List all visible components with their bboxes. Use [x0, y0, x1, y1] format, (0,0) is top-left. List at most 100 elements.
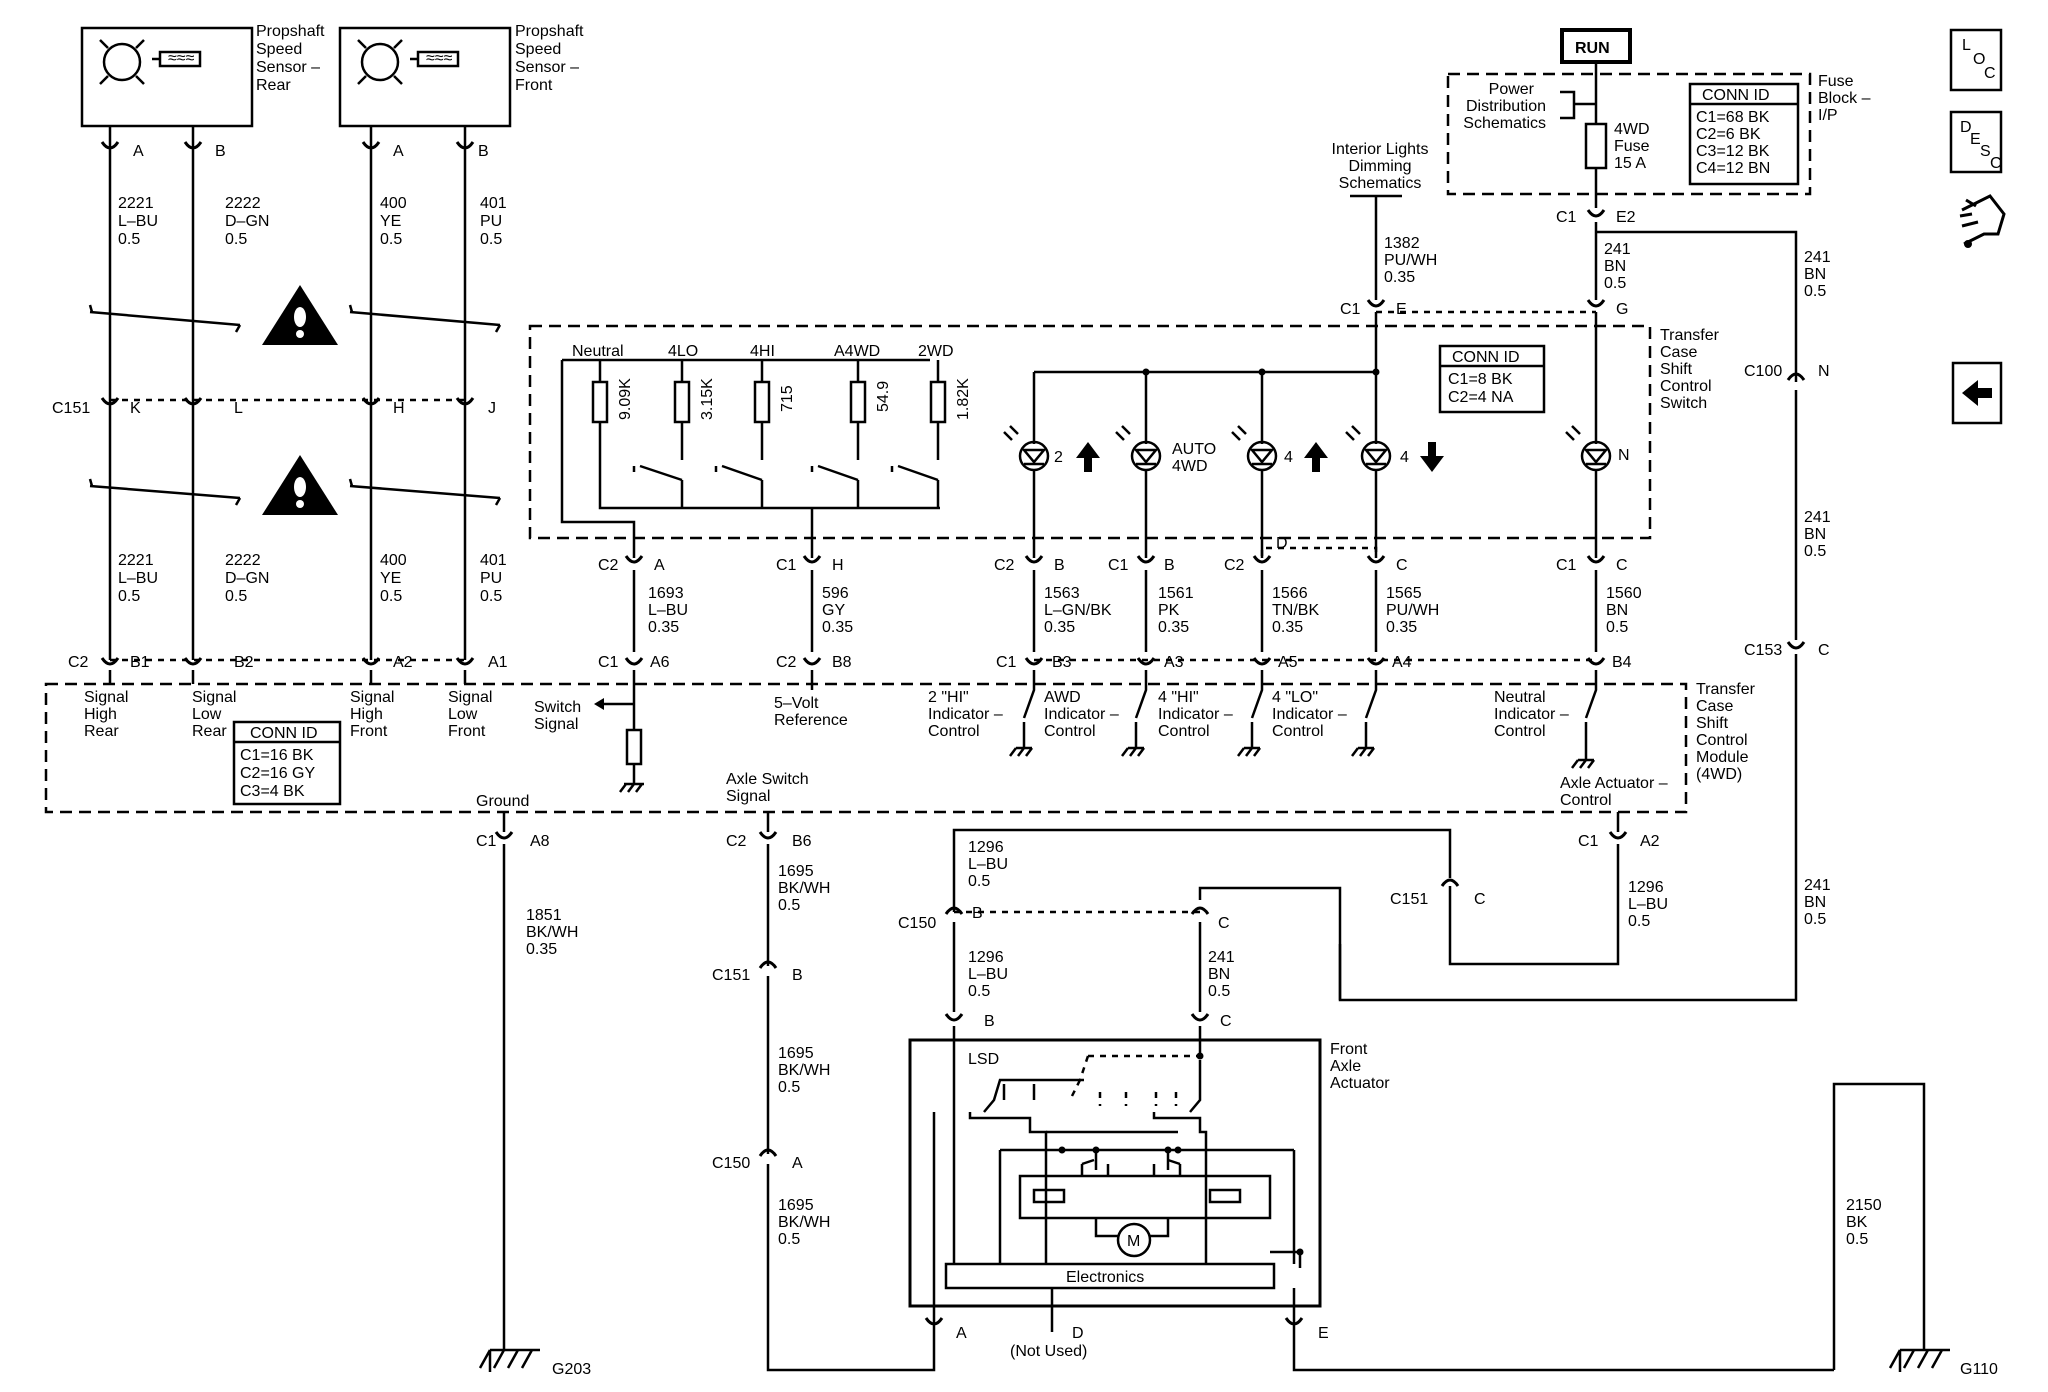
svg-text:G203: G203 [552, 1361, 591, 1378]
wrench-hand-icon[interactable] [1959, 194, 2006, 248]
svg-text:C150: C150 [898, 915, 936, 932]
svg-text:A: A [792, 1155, 803, 1172]
ground-g203-icon: G203 [478, 1348, 591, 1378]
svg-text:3.15K: 3.15K [699, 378, 716, 420]
svg-text:Electronics: Electronics [1066, 1269, 1144, 1286]
svg-text:C1: C1 [1556, 557, 1577, 574]
svg-text:C1: C1 [598, 654, 619, 671]
back-arrow-icon[interactable] [1951, 361, 2003, 425]
svg-text:4WD: 4WD [1172, 458, 1208, 475]
svg-text:G: G [1616, 301, 1628, 318]
svg-text:D: D [1072, 1325, 1084, 1342]
svg-text:CONN ID: CONN ID [250, 725, 318, 742]
svg-text:1.82K: 1.82K [955, 378, 972, 420]
svg-text:AUTO: AUTO [1172, 441, 1216, 458]
svg-text:A3: A3 [1164, 654, 1184, 671]
sensor-wires [88, 126, 502, 662]
svg-text:A1: A1 [488, 654, 508, 671]
led-auto4wd-icon [1115, 425, 1162, 472]
svg-text:Neutral: Neutral [572, 343, 624, 360]
svg-text:J: J [488, 400, 496, 417]
svg-text:C1: C1 [1340, 301, 1361, 318]
warning-icon[interactable] [262, 455, 338, 515]
sensor-front-label: Propshaft Speed Sensor – Front [515, 23, 588, 94]
electronics-block: Electronics [944, 1262, 1276, 1290]
svg-text:B3: B3 [1052, 654, 1072, 671]
sensor-connector-cups [100, 141, 475, 666]
svg-text:C1: C1 [996, 654, 1017, 671]
svg-text:C: C [1396, 557, 1408, 574]
svg-text:2 "HI"Indicator –Control: 2 "HI"Indicator –Control [928, 689, 1003, 740]
svg-text:(Not Used): (Not Used) [1010, 1343, 1087, 1360]
resistor-values: 9.09K 3.15K 715 54.9 1.82K [617, 378, 972, 420]
svg-text:L: L [1962, 37, 1971, 54]
svg-text:C100: C100 [1744, 363, 1782, 380]
svg-text:4LO: 4LO [668, 343, 698, 360]
svg-text:C: C [1220, 1013, 1232, 1030]
svg-text:E: E [1970, 131, 1981, 148]
ground-g110-icon: G110 [1888, 1348, 1998, 1378]
svg-text:A2: A2 [1640, 833, 1660, 850]
svg-text:4 "LO"Indicator –Control: 4 "LO"Indicator –Control [1272, 689, 1347, 740]
svg-text:C: C [1818, 642, 1830, 659]
sensor-rear-label: Propshaft Speed Sensor – Rear [256, 23, 329, 94]
loc-button[interactable]: L O C [1949, 28, 2003, 92]
svg-text:K: K [130, 400, 141, 417]
svg-text:C2: C2 [68, 654, 89, 671]
svg-text:≈≈≈: ≈≈≈ [426, 50, 453, 67]
svg-text:D: D [1276, 535, 1288, 552]
svg-text:C153: C153 [1744, 642, 1782, 659]
svg-text:C: C [1474, 891, 1486, 908]
svg-text:54.9: 54.9 [875, 381, 892, 412]
svg-text:C151: C151 [52, 400, 90, 417]
svg-text:E2: E2 [1616, 209, 1636, 226]
svg-text:N: N [1618, 447, 1630, 464]
svg-text:C2: C2 [1224, 557, 1245, 574]
svg-text:B8: B8 [832, 654, 852, 671]
svg-text:B: B [1164, 557, 1175, 574]
svg-text:4HI: 4HI [750, 343, 775, 360]
desc-button[interactable]: D E S C [1949, 110, 2003, 174]
svg-text:S: S [1980, 143, 1991, 160]
svg-text:B: B [792, 967, 803, 984]
svg-text:4: 4 [1400, 449, 1409, 466]
svg-text:Axle Actuator –Control: Axle Actuator –Control [1560, 775, 1668, 809]
svg-text:C1: C1 [1578, 833, 1599, 850]
svg-text:A2: A2 [393, 654, 413, 671]
led-n-icon [1565, 425, 1612, 472]
svg-text:O: O [1973, 51, 1985, 68]
svg-text:715: 715 [779, 385, 796, 412]
svg-text:9.09K: 9.09K [617, 378, 634, 420]
warning-icon[interactable] [262, 285, 338, 345]
